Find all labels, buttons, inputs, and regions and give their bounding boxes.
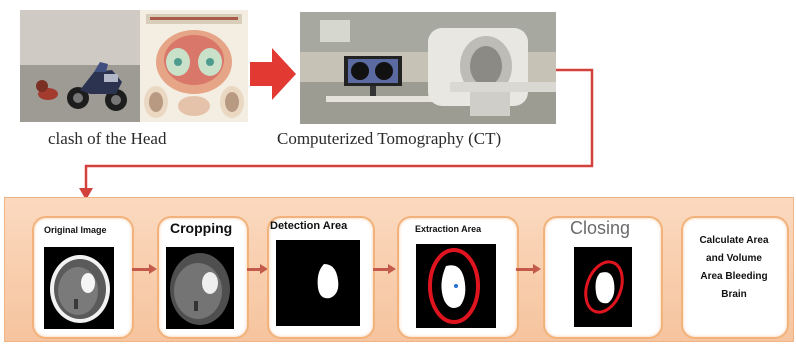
step-label-cropping: Cropping: [170, 220, 233, 236]
ct-scanner-photo: [300, 12, 556, 124]
crash-photo: [20, 10, 140, 122]
flow-arrow-4: [516, 268, 536, 271]
calculate-line-2: and Volume: [706, 253, 762, 264]
calculate-line-3: Area Bleeding: [700, 271, 768, 282]
step-label-original: Original Image: [44, 225, 107, 235]
flow-arrow-3: [373, 268, 391, 271]
extraction-scan: [416, 244, 496, 328]
step-label-closing: Closing: [570, 218, 631, 238]
detection-scan: [276, 240, 360, 326]
big-right-arrow-icon: [250, 48, 296, 100]
flow-arrow-head-1: [149, 264, 157, 274]
flow-arrow-2: [247, 268, 263, 271]
cropped-ct-scan: [166, 247, 234, 329]
original-ct-scan: [44, 247, 114, 329]
ct-caption: Computerized Tomography (CT): [277, 129, 502, 148]
flow-arrow-head-2: [260, 264, 268, 274]
closing-scan: [574, 247, 632, 327]
head-injury-illustration: [140, 10, 248, 122]
step-label-extraction: Extraction Area: [415, 224, 482, 234]
flow-arrow-head-3: [388, 264, 396, 274]
calculate-line-1: Calculate Area: [699, 235, 769, 246]
step-label-detection: Detection Area: [270, 220, 348, 232]
flow-arrow-head-4: [533, 264, 541, 274]
connector-arrow: [79, 68, 594, 200]
crash-caption: clash of the Head: [48, 129, 167, 148]
step-card-calculate: [681, 216, 789, 339]
calculate-line-4: Brain: [721, 289, 747, 300]
calculate-text: Calculate Area and Volume Area Bleeding …: [684, 232, 784, 304]
flow-arrow-1: [132, 268, 152, 271]
